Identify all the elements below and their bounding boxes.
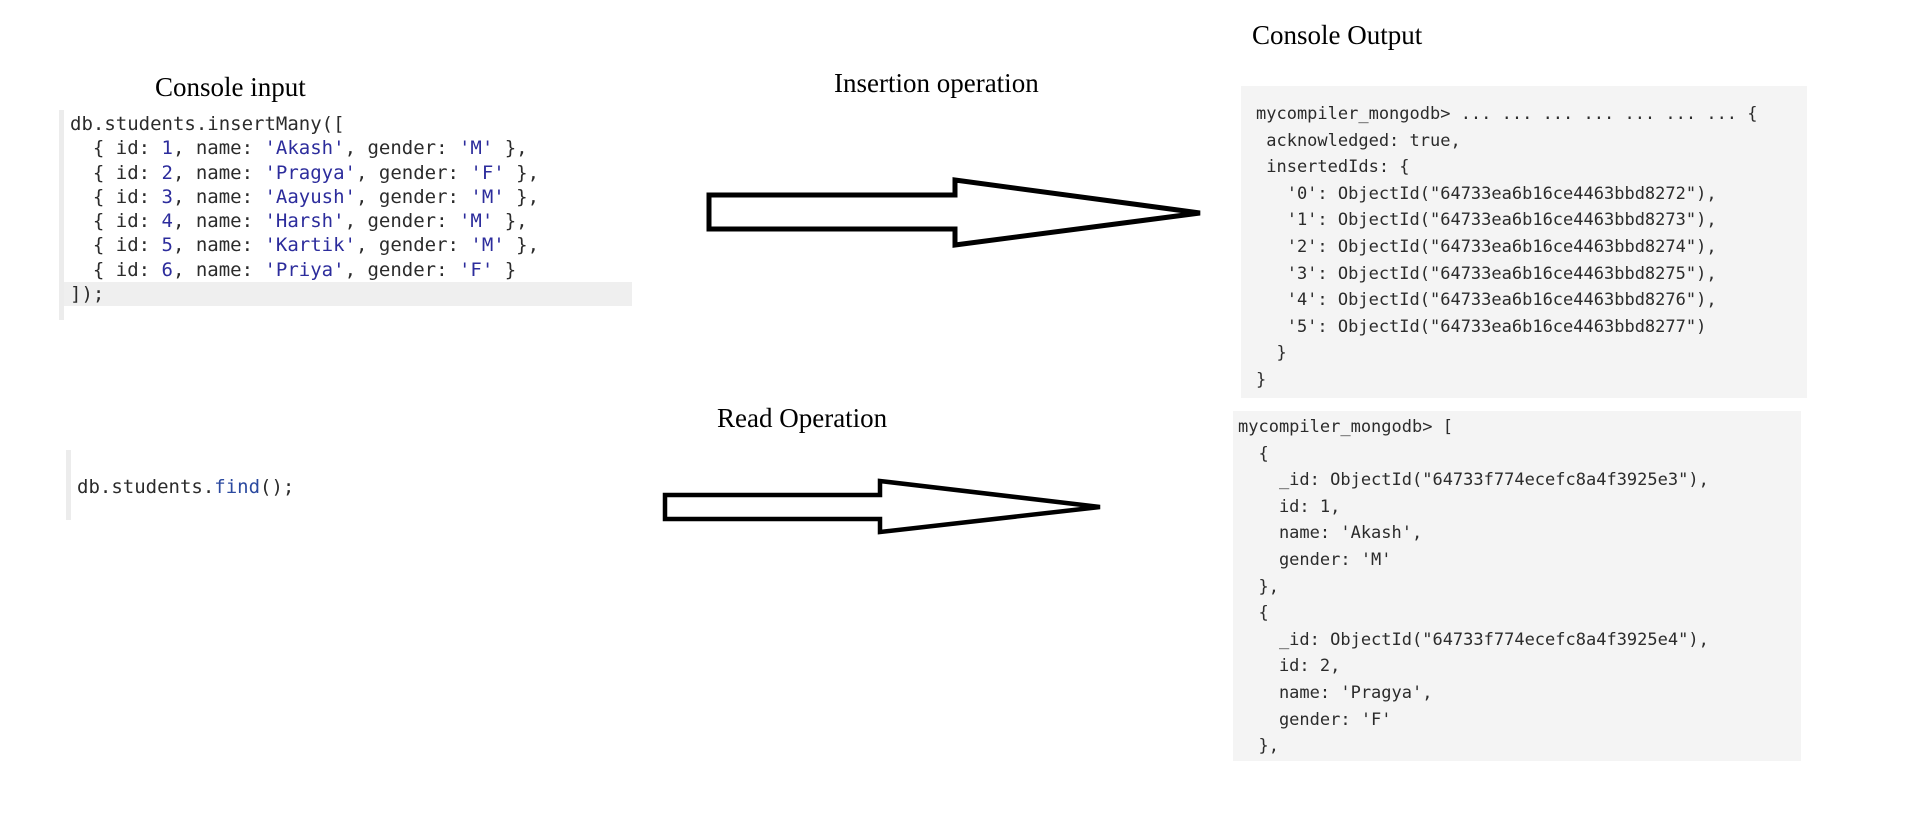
row-syntax: , name: <box>172 258 265 281</box>
find-output-line: }, <box>1238 576 1279 597</box>
find-output-line: }, <box>1238 736 1279 757</box>
console-output-label: Console Output <box>1252 20 1423 50</box>
find-output-line: gender: 'F' <box>1238 709 1392 730</box>
insert-output-line: mycompiler_mongodb> ... ... ... ... ... … <box>1256 104 1758 124</box>
row-syntax: }, <box>504 185 540 208</box>
row-string-value: 'Aayush' <box>264 185 356 208</box>
find-output-line: { <box>1238 443 1269 464</box>
insert-output-line: } <box>1256 343 1287 364</box>
row-string-value: 'Harsh' <box>264 210 345 233</box>
row-syntax: , gender: <box>344 258 459 281</box>
row-syntax: }, <box>493 137 528 160</box>
row-syntax: , gender: <box>356 185 471 208</box>
find-output-line: mycompiler_mongodb> [ <box>1238 417 1453 437</box>
find-fn: find <box>214 476 261 498</box>
row-string-value: 'F' <box>470 161 505 184</box>
insert-output-line: } <box>1256 369 1267 390</box>
insert-output-line: '0': ObjectId("64733ea6b16ce4463bbd8272"… <box>1256 183 1717 204</box>
insert-output-line: '3': ObjectId("64733ea6b16ce4463bbd8275"… <box>1256 263 1717 284</box>
insert-row: { id: 2, name: 'Pragya', gender: 'F' }, <box>70 161 632 185</box>
row-syntax: { id: <box>70 234 162 257</box>
row-syntax: { id: <box>70 185 162 208</box>
insert-output-line: '4': ObjectId("64733ea6b16ce4463bbd8276"… <box>1256 290 1717 311</box>
row-id-value: 2 <box>161 161 173 184</box>
read-operation-label: Read Operation <box>717 403 888 433</box>
row-string-value: 'Pragya' <box>264 161 356 184</box>
insert-code: db.students.insertMany([ { id: 1, name: … <box>64 112 632 307</box>
row-syntax: , name: <box>172 137 265 160</box>
read-arrow-icon <box>662 478 1101 535</box>
console-input-label: Console input <box>155 72 306 102</box>
find-output-line: id: 2, <box>1238 656 1341 677</box>
find-output-line: gender: 'M' <box>1238 549 1392 570</box>
row-syntax: { id: <box>70 137 162 160</box>
insert-output-line: acknowledged: true, <box>1256 130 1461 151</box>
row-syntax: , gender: <box>356 234 471 257</box>
find-output-line: name: 'Akash', <box>1238 523 1423 544</box>
row-syntax: { id: <box>70 210 162 233</box>
insert-rows: { id: 1, name: 'Akash', gender: 'M' }, {… <box>70 136 632 282</box>
insert-output-line: '5': ObjectId("64733ea6b16ce4463bbd8277"… <box>1256 316 1707 337</box>
row-string-value: 'M' <box>458 137 494 160</box>
row-id-value: 3 <box>161 185 173 208</box>
row-syntax: } <box>493 258 517 281</box>
find-output-text: mycompiler_mongodb> [ { _id: ObjectId("6… <box>1238 414 1709 760</box>
row-id-value: 1 <box>161 137 173 160</box>
row-syntax: , gender: <box>356 161 471 184</box>
row-syntax: { id: <box>70 258 162 281</box>
row-syntax: { id: <box>70 161 162 184</box>
insert-output-line: insertedIds: { <box>1256 157 1410 178</box>
row-syntax: , gender: <box>344 210 459 233</box>
insert-row: { id: 5, name: 'Kartik', gender: 'M' }, <box>70 233 632 257</box>
row-syntax: , name: <box>172 234 265 257</box>
row-syntax: , gender: <box>344 137 459 160</box>
row-string-value: 'Priya' <box>264 258 345 281</box>
row-string-value: 'Akash' <box>264 137 345 160</box>
insert-row: { id: 3, name: 'Aayush', gender: 'M' }, <box>70 185 632 209</box>
row-id-value: 4 <box>161 210 173 233</box>
row-string-value: 'F' <box>458 258 494 281</box>
insert-input-block: db.students.insertMany([ { id: 1, name: … <box>59 110 632 320</box>
insert-output-line: '2': ObjectId("64733ea6b16ce4463bbd8274"… <box>1256 236 1717 257</box>
insert-row: { id: 4, name: 'Harsh', gender: 'M' }, <box>70 209 632 233</box>
row-string-value: 'M' <box>470 185 505 208</box>
find-output-line: _id: ObjectId("64733f774ecefc8a4f3925e3"… <box>1238 470 1709 491</box>
insert-output-text: mycompiler_mongodb> ... ... ... ... ... … <box>1256 101 1758 394</box>
row-string-value: 'M' <box>470 234 505 257</box>
row-syntax: }, <box>504 234 540 257</box>
find-output-line: { <box>1238 603 1269 624</box>
find-input-block: db.students.find(); <box>66 450 331 520</box>
find-output-line: id: 1, <box>1238 496 1341 517</box>
find-prefix: db.students. <box>77 476 215 498</box>
insert-output-block: mycompiler_mongodb> ... ... ... ... ... … <box>1241 86 1807 398</box>
insertion-arrow-icon <box>706 177 1201 248</box>
insertion-operation-label: Insertion operation <box>834 68 1039 98</box>
insert-output-line: '1': ObjectId("64733ea6b16ce4463bbd8273"… <box>1256 210 1717 231</box>
insert-row: { id: 1, name: 'Akash', gender: 'M' }, <box>70 136 632 160</box>
find-output-block: mycompiler_mongodb> [ { _id: ObjectId("6… <box>1233 411 1801 761</box>
row-syntax: , name: <box>172 210 265 233</box>
row-id-value: 6 <box>161 258 173 281</box>
code-line-open: db.students.insertMany([ <box>70 113 345 135</box>
row-syntax: }, <box>504 161 540 184</box>
row-syntax: , name: <box>172 161 265 184</box>
row-syntax: }, <box>493 210 528 233</box>
find-output-line: name: 'Pragya', <box>1238 682 1433 703</box>
find-code: db.students.find(); <box>77 475 294 499</box>
row-string-value: 'Kartik' <box>264 234 356 257</box>
row-syntax: , name: <box>172 185 265 208</box>
find-suffix: (); <box>260 476 295 498</box>
insert-row: { id: 6, name: 'Priya', gender: 'F' } <box>70 258 632 282</box>
code-line-close: ]); <box>64 282 632 307</box>
row-id-value: 5 <box>161 234 173 257</box>
row-string-value: 'M' <box>458 210 494 233</box>
find-output-line: _id: ObjectId("64733f774ecefc8a4f3925e4"… <box>1238 629 1709 650</box>
